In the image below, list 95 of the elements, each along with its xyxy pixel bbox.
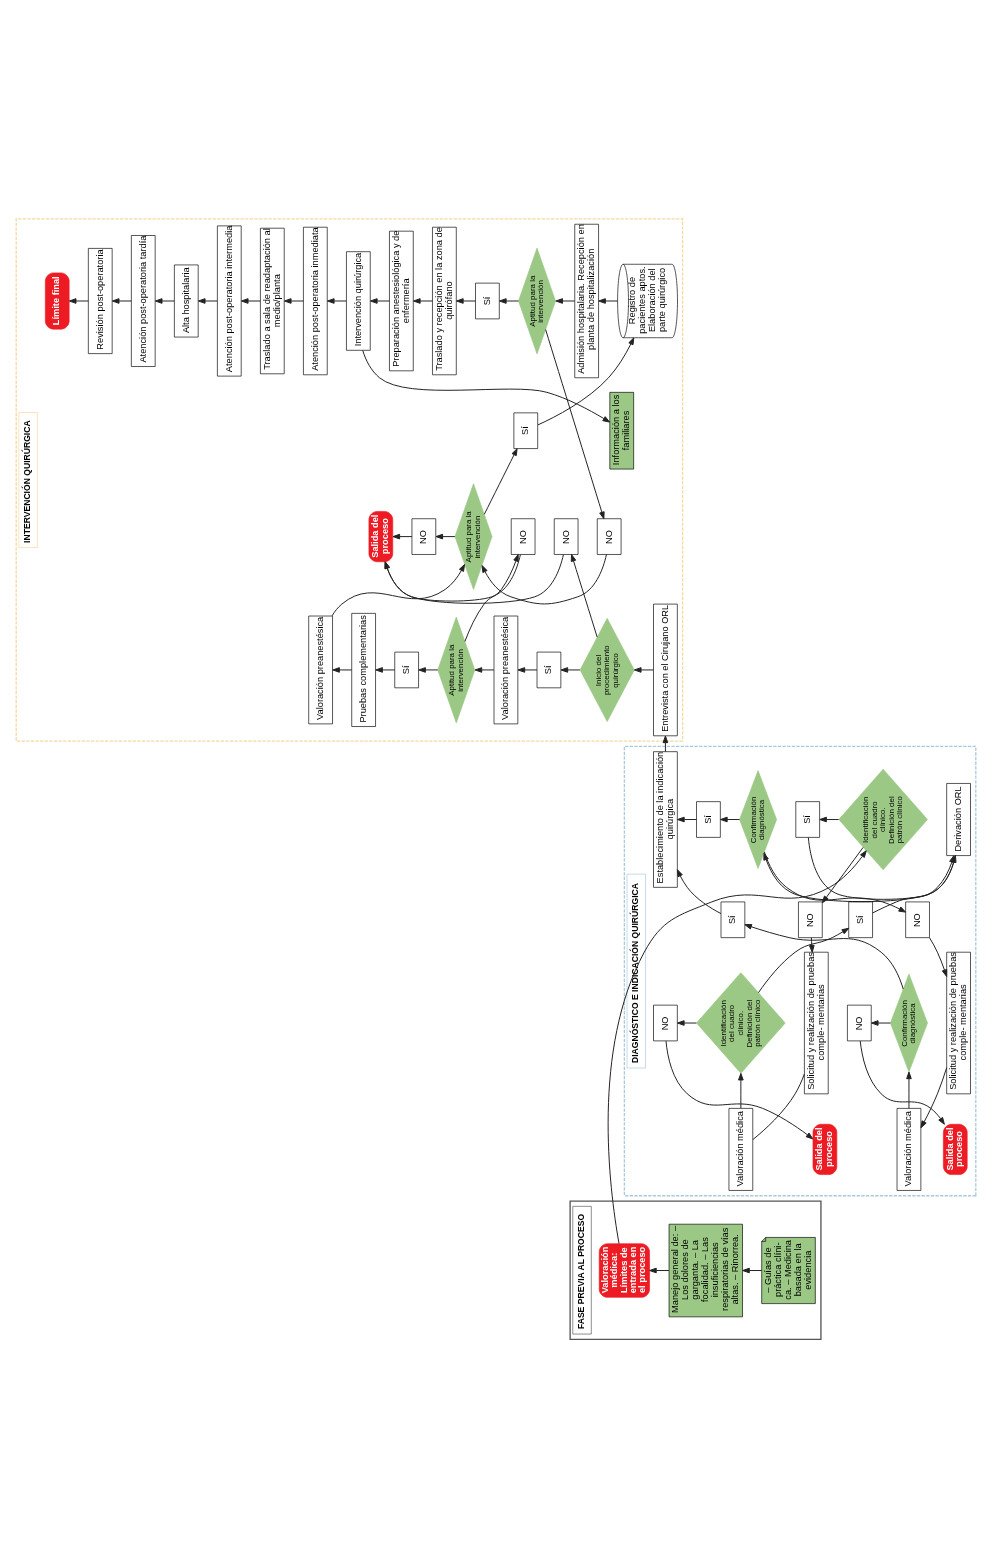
arrow — [283, 297, 304, 304]
arrow — [560, 666, 581, 673]
arrow — [763, 850, 907, 913]
arrow — [517, 666, 538, 673]
node-box: Sí — [848, 901, 873, 938]
node-box: Solicitud y realización de pruebas comple- mentarias — [804, 951, 829, 1094]
arrow — [332, 666, 353, 673]
node-box: NO — [653, 1004, 678, 1041]
connector — [752, 1073, 805, 1140]
arrow — [570, 553, 598, 638]
node-box: Valoración médica — [896, 1107, 922, 1191]
arrow — [68, 297, 89, 304]
arrow — [920, 1066, 948, 1128]
node-box: Traslado y recepción en la zona de quirófano — [432, 226, 457, 375]
node-box: Atención post-operatoria intermedia — [217, 225, 242, 376]
node-box: Salida del proceso — [943, 1123, 968, 1175]
node-box: Revisión post-operatoria — [88, 247, 113, 354]
node-box: Salida del proceso — [368, 510, 394, 562]
node-box: NO — [510, 517, 536, 555]
arrow — [456, 297, 476, 304]
arrow — [154, 297, 175, 304]
node-box: Atención post-operatoria inmediata — [303, 226, 328, 375]
arrow — [392, 533, 413, 539]
node-box: NO — [553, 517, 579, 555]
node-box: Intervención quirúrgica — [346, 250, 371, 351]
arrow — [720, 816, 740, 822]
arrow — [331, 563, 466, 616]
arrow — [413, 297, 433, 304]
node-box: NO — [596, 517, 622, 555]
arrow — [662, 735, 669, 752]
arrow — [240, 297, 261, 304]
node-box: Valoración médica: Límites de entrada en el proceso — [598, 1242, 650, 1298]
node-box: Sí — [536, 651, 562, 688]
node-box: Traslado a sala de readaptación al medio/planta — [260, 227, 285, 374]
node-box: Límite final — [45, 272, 70, 329]
node-box: Valoración preanestésica — [308, 615, 333, 724]
arrow — [418, 666, 439, 673]
arrow — [111, 297, 132, 304]
arrow — [677, 816, 697, 822]
arrow — [464, 553, 519, 642]
arrow — [499, 297, 519, 304]
arrow — [545, 328, 605, 519]
arrow — [819, 816, 840, 822]
arrow — [742, 1267, 763, 1273]
node-box: Sí — [696, 800, 721, 838]
node-box: Manejo general de: – Los dolores de garganta. – La focalidad. – Las insuficiencias respiratorias de vías altas. – Rinorrea. — [668, 1223, 743, 1317]
node-box: Derivación ORL — [946, 782, 971, 856]
node-box: NO — [798, 901, 823, 938]
arrow — [870, 1019, 891, 1026]
arrow — [435, 533, 456, 539]
node-box: Sí — [394, 651, 419, 688]
arrow — [327, 297, 347, 304]
node-box: Atención post-operatoria tardía — [131, 234, 156, 367]
node-box: Valoración preanestésica — [493, 615, 519, 724]
arrow — [555, 297, 576, 304]
arrow — [481, 553, 607, 604]
node-box: Salida del proceso — [812, 1123, 838, 1175]
arrow — [677, 1019, 697, 1026]
node-box: Sí — [475, 282, 500, 319]
node-box: Información a los familiares — [609, 391, 634, 469]
node-box: Preparación anestesiológica y de enfermería — [389, 230, 414, 371]
arrow — [929, 936, 948, 977]
node-box: NO — [847, 1004, 872, 1041]
arrow — [598, 297, 619, 304]
arrow — [744, 923, 904, 990]
arrow — [859, 1040, 945, 1125]
arrow — [384, 553, 564, 604]
arrow — [537, 336, 635, 425]
node-box: NO — [411, 517, 437, 555]
arrow — [197, 297, 218, 304]
arrow — [665, 1040, 814, 1139]
arrow — [738, 1072, 744, 1109]
node-box: Entrevista con el Cirujano ORL — [653, 603, 678, 736]
node-box: Valoración médica — [728, 1107, 754, 1191]
arrow — [483, 447, 518, 515]
arrow — [676, 868, 722, 914]
arrow — [474, 666, 495, 673]
node-box: Sí — [513, 412, 539, 449]
node-box: Sí — [795, 800, 820, 838]
arrow — [906, 1071, 912, 1109]
node-box: Pruebas complementarias — [351, 612, 376, 727]
arrow — [384, 553, 521, 602]
arrow — [758, 927, 850, 993]
node-box: Admisión hospitalaria. Recepción en planta de hospitalización — [574, 223, 599, 378]
arrow — [633, 666, 654, 673]
arrow — [607, 849, 867, 1244]
arrow — [649, 1267, 670, 1273]
arrow — [370, 297, 390, 304]
arrow — [375, 666, 396, 673]
arrow — [362, 349, 611, 423]
node-box: Solicitud y realización de pruebas comple- mentarias — [946, 951, 971, 1094]
node-box: Establecimiento de la indicación quirúrgica — [653, 750, 678, 888]
node-box: Alta hospitalaria — [174, 264, 199, 337]
node-box: NO — [905, 901, 930, 938]
node-box: Sí — [720, 901, 746, 938]
